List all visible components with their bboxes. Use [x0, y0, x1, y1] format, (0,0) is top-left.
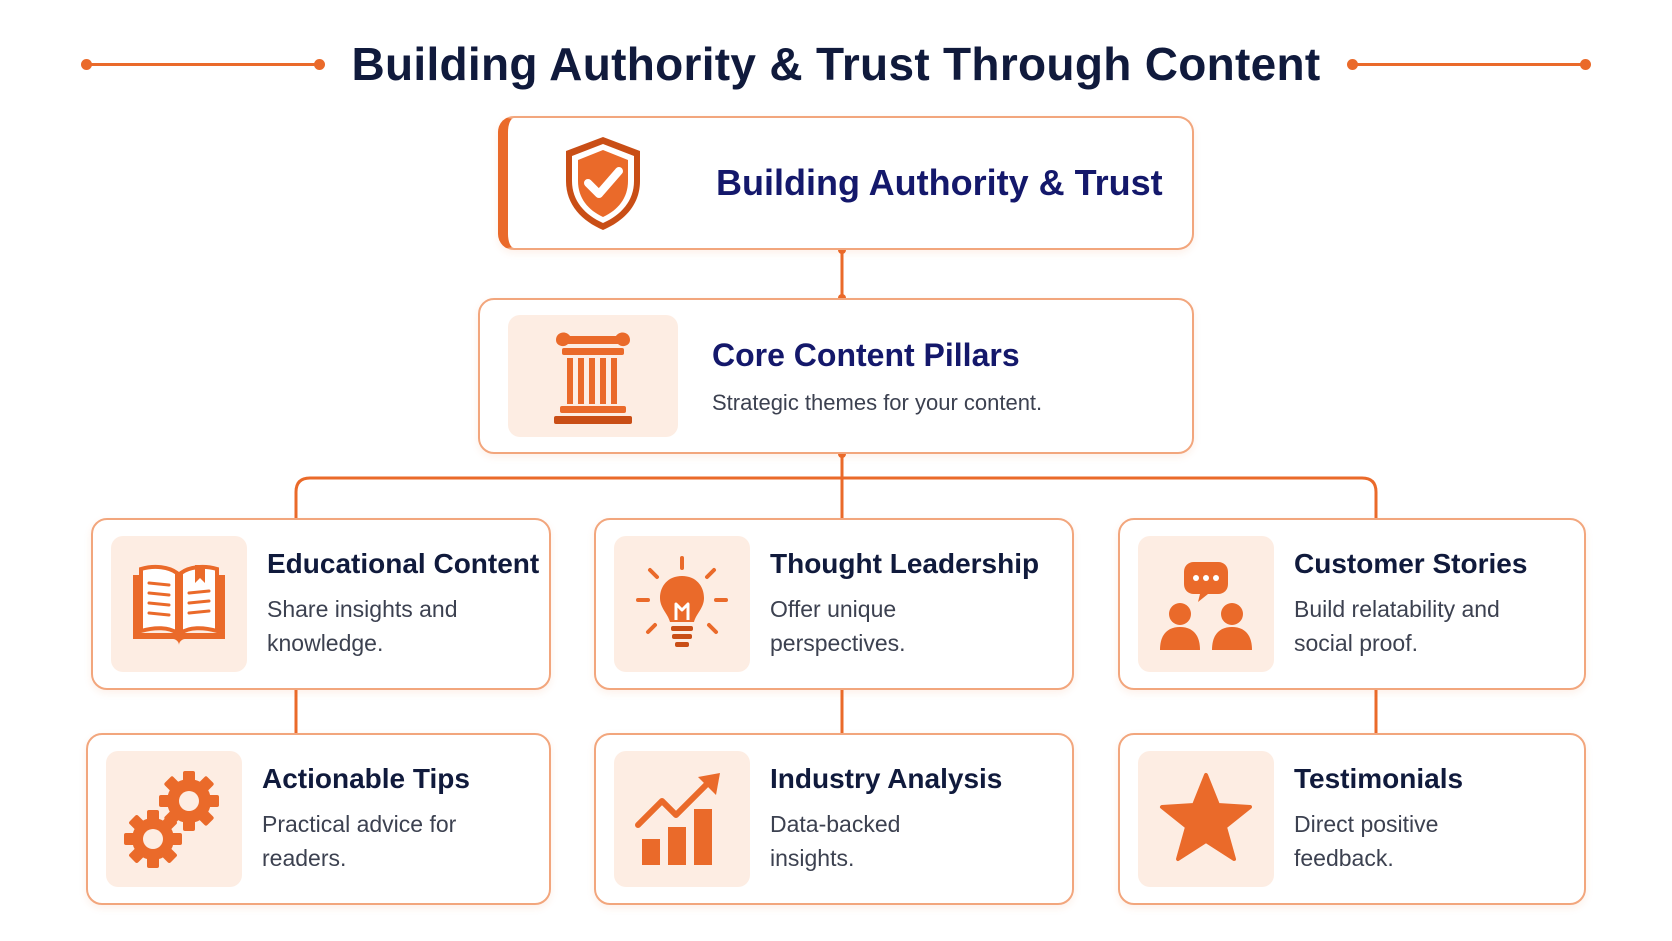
- node-title: Actionable Tips: [262, 763, 470, 794]
- lightbulb-icon: [614, 536, 750, 672]
- pillars-desc: Strategic themes for your content.: [712, 389, 1043, 415]
- star-icon: [1138, 751, 1274, 887]
- node-title: Industry Analysis: [770, 763, 1003, 794]
- shield-check-icon: [538, 133, 668, 233]
- node-desc: Direct positive feedback.: [1294, 811, 1439, 871]
- header-rule-right: [1346, 58, 1591, 70]
- open-book-icon: [111, 536, 247, 672]
- node-educational-content: Educational Content Share insights and k…: [91, 518, 551, 690]
- node-title: Testimonials: [1294, 763, 1464, 794]
- node-actionable-tips: Actionable Tips Practical advice for rea…: [86, 733, 551, 905]
- node-title: Thought Leadership: [770, 548, 1040, 579]
- node-thought-leadership: Thought Leadership Offer unique perspect…: [594, 518, 1074, 690]
- people-chat-icon: [1138, 536, 1274, 672]
- node-desc: Offer unique perspectives.: [770, 596, 906, 656]
- header-rule-left: [81, 58, 326, 70]
- node-desc: Data-backed insights.: [770, 811, 901, 871]
- pillar-icon: [508, 315, 678, 437]
- root-node: Building Authority & Trust: [498, 116, 1194, 250]
- gears-icon: [106, 751, 242, 887]
- header: Building Authority & Trust Through Conte…: [0, 24, 1672, 104]
- node-desc: Practical advice for readers.: [262, 811, 457, 871]
- node-testimonials: Testimonials Direct positive feedback.: [1118, 733, 1586, 905]
- node-customer-stories: Customer Stories Build relatability and …: [1118, 518, 1586, 690]
- pillars-node: Core Content Pillars Strategic themes fo…: [478, 298, 1194, 454]
- page-title: Building Authority & Trust Through Conte…: [351, 38, 1321, 90]
- node-title: Educational Content: [267, 548, 540, 579]
- root-title: Building Authority & Trust: [716, 162, 1163, 203]
- node-title: Customer Stories: [1294, 548, 1528, 579]
- node-desc: Build relatability and social proof.: [1294, 596, 1500, 656]
- growth-chart-icon: [614, 751, 750, 887]
- pillars-title: Core Content Pillars: [712, 336, 1020, 373]
- node-desc: Share insights and knowledge.: [267, 596, 458, 656]
- node-industry-analysis: Industry Analysis Data-backed insights.: [594, 733, 1074, 905]
